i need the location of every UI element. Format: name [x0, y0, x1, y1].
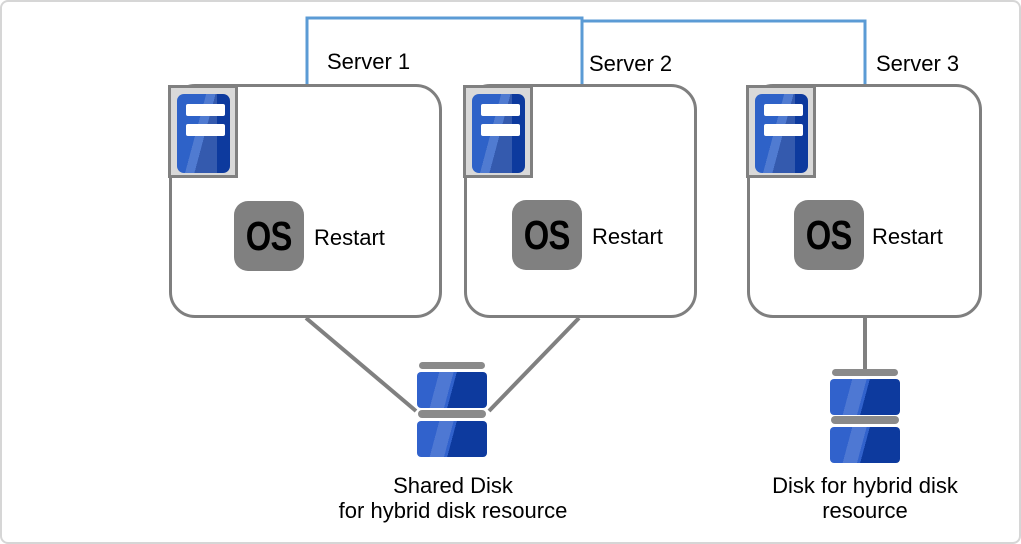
server-2-os-icon: OS [512, 200, 582, 270]
server-3-tower-icon [746, 85, 816, 178]
server-2-label: Server 2 [589, 51, 673, 76]
disk-body [830, 427, 900, 463]
hybrid-disk-caption-line2: resource [822, 498, 908, 523]
server-2-tower-icon [463, 85, 533, 178]
server-1-os-icon: OS [234, 201, 304, 271]
network-connector-server1-server2 [305, 16, 584, 85]
server-2-restart-label: Restart [592, 224, 663, 249]
disk-body [417, 421, 487, 457]
tower-slot-icon [186, 104, 225, 116]
os-icon-label: OS [524, 211, 571, 258]
shared-disk-caption-line2: for hybrid disk resource [338, 498, 568, 523]
server-2-box [464, 84, 697, 318]
disk-platter-bar [418, 410, 486, 418]
disk-platter-bar [831, 416, 899, 424]
disk-body [417, 372, 487, 408]
server-3-restart-label: Restart [872, 224, 943, 249]
server-tower-icon [177, 94, 230, 173]
server-1-tower-icon [168, 85, 238, 178]
disk-platter-bar [832, 369, 898, 376]
shared-disk-caption-line1: Shared Disk [393, 473, 513, 498]
server-3-os-icon: OS [794, 200, 864, 270]
network-connector-server2-server3 [582, 19, 867, 85]
server-tower-icon [472, 94, 525, 173]
server-3-label: Server 3 [876, 51, 960, 76]
tower-slot-icon [186, 124, 225, 136]
tower-slot-icon [764, 104, 803, 116]
os-icon-label: OS [246, 212, 293, 259]
server2-shared-disk-link-line [487, 316, 581, 413]
hybrid-disk-caption-line1: Disk for hybrid disk [772, 473, 958, 498]
hybrid-disk-caption: Disk for hybrid disk resource [765, 473, 965, 523]
shared-disk-caption: Shared Disk for hybrid disk resource [333, 473, 573, 523]
tower-slot-icon [481, 124, 520, 136]
disk-body [830, 379, 900, 415]
server-1-label: Server 1 [327, 49, 411, 74]
disk-platter-bar [419, 362, 485, 369]
tower-slot-icon [764, 124, 803, 136]
server1-shared-disk-link-line [304, 316, 418, 413]
tower-slot-icon [481, 104, 520, 116]
server-1-restart-label: Restart [314, 225, 385, 250]
server-tower-icon [755, 94, 808, 173]
os-icon-label: OS [806, 211, 853, 258]
